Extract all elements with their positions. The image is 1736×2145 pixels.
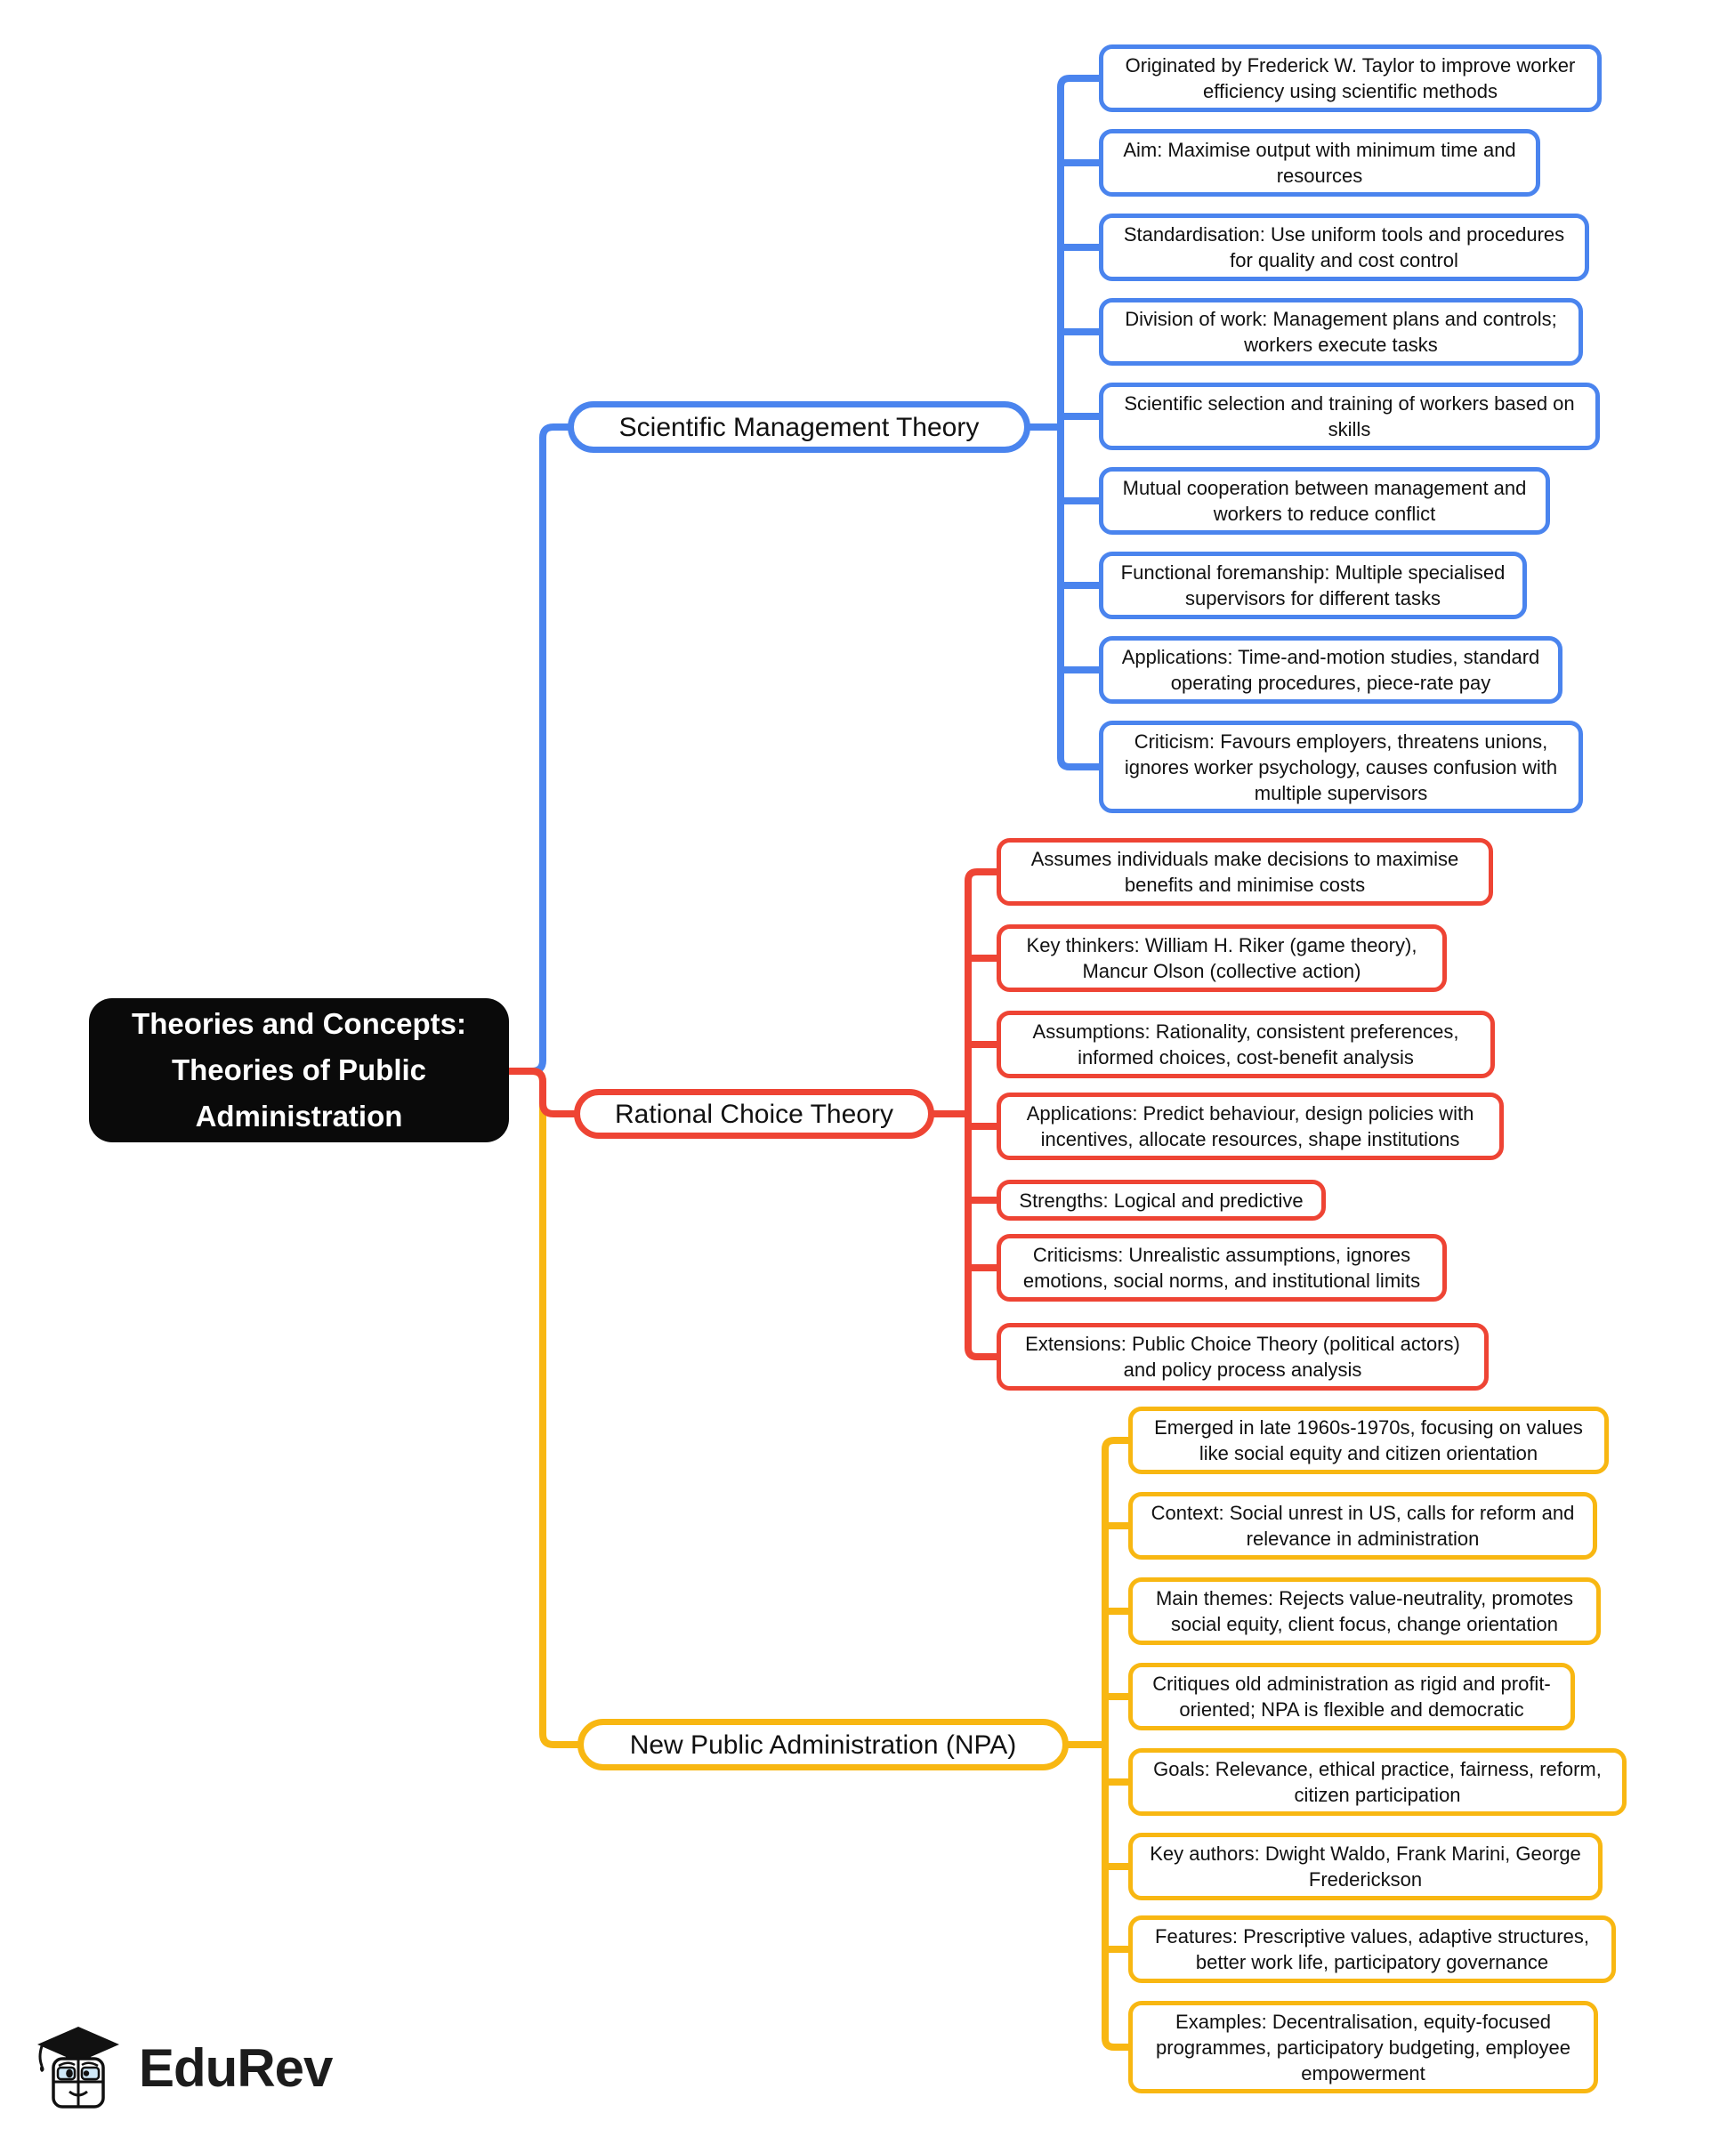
node-text: Key thinkers: William H. Riker (game the… [1026,934,1417,982]
node-text: Aim: Maximise output with minimum time a… [1123,139,1516,187]
rct-child-node[interactable]: Strengths: Logical and predictive [997,1180,1326,1221]
node-text: Main themes: Rejects value-neutrality, p… [1155,1587,1574,1635]
node-text: Strengths: Logical and predictive [1019,1189,1304,1212]
rct-child-node[interactable]: Applications: Predict behaviour, design … [997,1093,1504,1160]
branch-label: Rational Choice Theory [615,1099,893,1129]
connector-root-to-blue-pill [504,423,571,1075]
smt-child-node[interactable]: Division of work: Management plans and c… [1099,298,1583,366]
node-text: Examples: Decentralisation, equity-focus… [1156,2010,1570,2085]
npa-child-node[interactable]: Features: Prescriptive values, adaptive … [1128,1915,1616,1983]
npa-child-node[interactable]: Examples: Decentralisation, equity-focus… [1128,2001,1598,2093]
branch-label: Scientific Management Theory [618,412,980,442]
edurev-brand-text: EduRev [139,2037,333,2098]
rct-child-node[interactable]: Assumes individuals make decisions to ma… [997,838,1493,906]
npa-child-node[interactable]: Key authors: Dwight Waldo, Frank Marini,… [1128,1833,1603,1900]
node-text: Context: Social unrest in US, calls for … [1151,1502,1575,1550]
smt-child-node[interactable]: Standardisation: Use uniform tools and p… [1099,214,1589,281]
node-text: Critiques old administration as rigid an… [1152,1673,1551,1721]
rct-child-node[interactable]: Key thinkers: William H. Riker (game the… [997,924,1447,992]
connector-root-to-red-pill [504,1068,579,1117]
node-text: Criticism: Favours employers, threatens … [1124,730,1558,804]
connector-root-to-yellow-pill [504,1068,583,1748]
branch-label: New Public Administration (NPA) [629,1730,1017,1760]
smt-child-node[interactable]: Applications: Time-and-motion studies, s… [1099,636,1562,704]
node-text: Division of work: Management plans and c… [1125,308,1557,356]
node-text: Extensions: Public Choice Theory (politi… [1025,1333,1460,1381]
connector-yellow-trunk [1102,1437,1137,2051]
connector-red-trunk [965,868,1005,1360]
edurev-mascot-icon [37,2027,119,2109]
node-text: Key authors: Dwight Waldo, Frank Marini,… [1150,1843,1581,1891]
node-text: Mutual cooperation between management an… [1122,477,1527,525]
edurev-logo[interactable]: EduRev [34,2021,333,2114]
npa-child-node[interactable]: Critiques old administration as rigid an… [1128,1663,1575,1730]
node-text: Features: Prescriptive values, adaptive … [1155,1925,1589,1973]
node-text: Standardisation: Use uniform tools and p… [1123,223,1565,271]
node-text: Assumes individuals make decisions to ma… [1030,848,1459,896]
branch-rational-choice-theory[interactable]: Rational Choice Theory [574,1089,934,1139]
node-text: Emerged in late 1960s-1970s, focusing on… [1154,1416,1583,1464]
node-text: Applications: Time-and-motion studies, s… [1121,646,1540,694]
smt-child-node[interactable]: Aim: Maximise output with minimum time a… [1099,129,1540,197]
branch-connectors-scientific-management [504,75,1108,1075]
rct-child-node[interactable]: Criticisms: Unrealistic assumptions, ign… [997,1234,1447,1302]
smt-child-node[interactable]: Functional foremanship: Multiple special… [1099,552,1527,619]
npa-child-node[interactable]: Emerged in late 1960s-1970s, focusing on… [1128,1407,1609,1474]
branch-new-public-administration[interactable]: New Public Administration (NPA) [577,1719,1069,1770]
node-text: Applications: Predict behaviour, design … [1026,1102,1474,1150]
node-text: Originated by Frederick W. Taylor to imp… [1125,54,1576,102]
branch-scientific-management-theory[interactable]: Scientific Management Theory [568,401,1030,453]
node-text: Criticisms: Unrealistic assumptions, ign… [1022,1244,1421,1292]
node-text: Functional foremanship: Multiple special… [1120,561,1506,609]
root-title: Theories and Concepts: Theories of Publi… [132,1007,466,1133]
smt-child-node[interactable]: Originated by Frederick W. Taylor to imp… [1099,44,1602,112]
npa-child-node[interactable]: Goals: Relevance, ethical practice, fair… [1128,1748,1627,1816]
node-text: Assumptions: Rationality, consistent pre… [1032,1020,1459,1068]
node-text: Goals: Relevance, ethical practice, fair… [1153,1758,1602,1806]
smt-child-node[interactable]: Criticism: Favours employers, threatens … [1099,721,1583,813]
npa-child-node[interactable]: Context: Social unrest in US, calls for … [1128,1492,1597,1560]
connector-blue-trunk [1057,75,1108,770]
smt-child-node[interactable]: Mutual cooperation between management an… [1099,467,1550,535]
npa-child-node[interactable]: Main themes: Rejects value-neutrality, p… [1128,1577,1601,1645]
rct-child-node[interactable]: Extensions: Public Choice Theory (politi… [997,1323,1489,1391]
rct-child-node[interactable]: Assumptions: Rationality, consistent pre… [997,1011,1495,1078]
node-text: Scientific selection and training of wor… [1124,392,1575,440]
root-node[interactable]: Theories and Concepts: Theories of Publi… [89,998,509,1142]
smt-child-node[interactable]: Scientific selection and training of wor… [1099,383,1600,450]
